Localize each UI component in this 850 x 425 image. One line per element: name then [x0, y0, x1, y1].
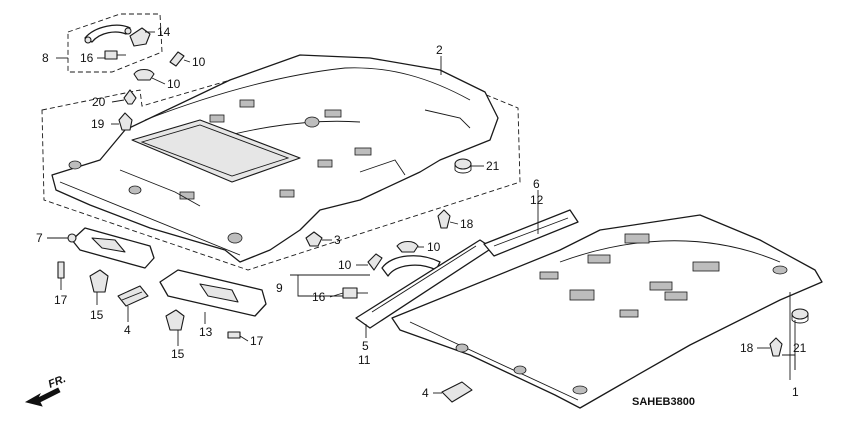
callout-13: 13 — [199, 325, 213, 339]
callout-5: 5 — [362, 339, 369, 353]
clip-10-a — [169, 51, 185, 67]
clip-18-right — [769, 337, 783, 357]
clip-4-lower — [441, 381, 473, 403]
cap-14 — [129, 27, 151, 47]
callout-7: 7 — [36, 231, 43, 245]
callout-2: 2 — [436, 43, 443, 57]
grab-handle-upper — [84, 24, 132, 44]
callout-3: 3 — [334, 233, 341, 247]
callout-4-left: 4 — [124, 323, 131, 337]
front-direction-label: FR. — [47, 373, 68, 391]
sun-visor-13 — [159, 269, 267, 317]
callout-6: 6 — [533, 177, 540, 191]
callout-15-left: 15 — [90, 308, 104, 322]
diagram-code: SAHEB3800 — [632, 396, 695, 408]
callout-10-b: 10 — [167, 77, 181, 91]
callout-10-c: 10 — [427, 240, 441, 254]
callout-16-upper: 16 — [80, 51, 94, 65]
clip-10-b — [133, 68, 155, 81]
callout-9: 9 — [276, 281, 283, 295]
callout-12: 12 — [530, 193, 544, 207]
callout-10-a: 10 — [192, 55, 206, 69]
callout-17-left: 17 — [54, 293, 68, 307]
clip-21-upper — [454, 158, 472, 174]
callout-8: 8 — [42, 51, 49, 65]
callout-19: 19 — [91, 117, 105, 131]
clip-10-d — [367, 253, 383, 271]
callout-21-upper: 21 — [486, 159, 500, 173]
callout-20: 20 — [92, 95, 106, 109]
callout-1: 1 — [792, 385, 799, 399]
bolt-17-right — [227, 331, 241, 339]
holder-15-left — [89, 269, 109, 293]
clip-10-c — [396, 240, 419, 253]
headliner-lower — [391, 214, 823, 409]
front-direction-arrow — [24, 387, 61, 407]
bolt-17-left — [57, 261, 65, 279]
clip-19 — [118, 112, 133, 131]
garnish-rail-6 — [483, 209, 579, 257]
callout-18-middle: 18 — [460, 217, 474, 231]
callout-11: 11 — [358, 353, 371, 367]
callout-14: 14 — [157, 25, 171, 39]
callout-16-lower: 16 — [312, 290, 326, 304]
callout-17-right: 17 — [250, 334, 264, 348]
bolt-16-lower — [342, 287, 368, 299]
callout-10-d: 10 — [338, 258, 352, 272]
group-2-dashed-outline — [41, 57, 521, 271]
sun-visor-7 — [67, 227, 155, 269]
headliner-upper — [51, 54, 499, 263]
clip-20 — [123, 89, 137, 105]
callout-15-right: 15 — [171, 347, 185, 361]
callout-4-lower: 4 — [422, 386, 429, 400]
clip-4-left — [117, 285, 149, 307]
callout-21-lower: 21 — [793, 341, 807, 355]
bolt-16-upper — [104, 50, 126, 60]
clip-3 — [305, 231, 323, 247]
clip-21-lower — [791, 308, 809, 324]
holder-15-right — [165, 309, 185, 331]
callout-18-right: 18 — [740, 341, 754, 355]
clip-18-middle — [437, 209, 451, 229]
